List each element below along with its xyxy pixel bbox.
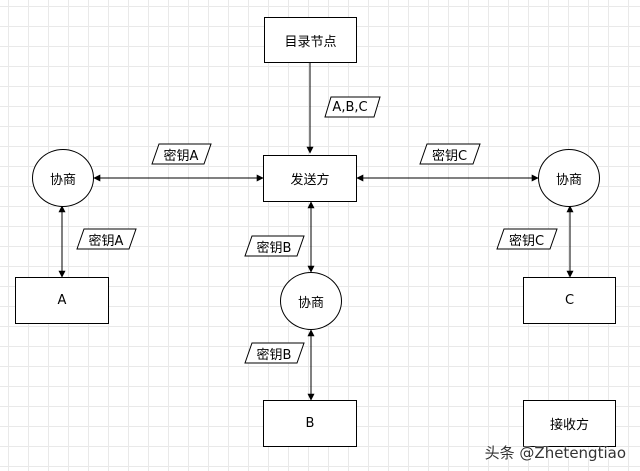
node-c: C: [523, 277, 616, 324]
negotiate-center-label: 协商: [297, 295, 324, 311]
label-key-c-side-text: 密钥C: [508, 233, 545, 249]
label-key-b-upper: 密钥B: [243, 235, 305, 257]
label-key-b-lower: 密钥B: [243, 342, 305, 364]
label-key-c-top: 密钥C: [418, 143, 481, 165]
negotiate-left-circle: 协商: [32, 149, 94, 207]
node-b-label: B: [305, 416, 315, 431]
node-c-label: C: [564, 293, 575, 308]
receiver-node: 接收方: [523, 400, 616, 447]
node-a-label: A: [57, 293, 67, 308]
negotiate-right-circle: 协商: [538, 149, 600, 207]
negotiate-right-label: 协商: [555, 172, 582, 188]
label-abc: A,B,C: [319, 96, 381, 118]
watermark: 头条 @Zhetengtiao: [484, 444, 626, 462]
label-key-a-side: 密钥A: [75, 228, 137, 250]
label-abc-text: A,B,C: [332, 99, 368, 115]
label-key-a-top: 密钥A: [150, 143, 212, 165]
sender-node-label: 发送方: [290, 173, 330, 188]
label-key-c-side: 密钥C: [495, 228, 558, 250]
negotiate-left-label: 协商: [49, 172, 76, 188]
label-key-b-lower-text: 密钥B: [256, 347, 292, 363]
label-key-a-top-text: 密钥A: [163, 148, 199, 164]
label-key-a-side-text: 密钥A: [88, 233, 124, 249]
directory-node-label: 目录节点: [284, 34, 337, 50]
receiver-node-label: 接收方: [549, 418, 589, 433]
node-a: A: [15, 277, 109, 324]
negotiate-center-circle: 协商: [280, 272, 342, 330]
sender-node: 发送方: [263, 155, 357, 202]
label-key-b-upper-text: 密钥B: [256, 240, 292, 256]
label-key-c-top-text: 密钥C: [431, 148, 468, 164]
directory-node: 目录节点: [264, 17, 357, 63]
node-b: B: [263, 400, 357, 447]
